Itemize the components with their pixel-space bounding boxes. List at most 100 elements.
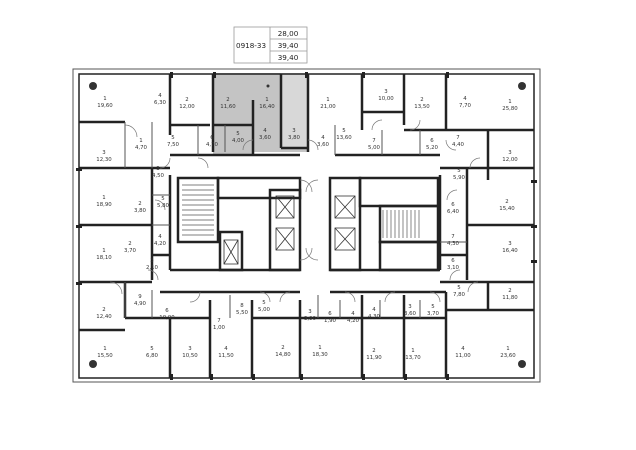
room-number: 1 bbox=[326, 97, 329, 103]
room-area: 15,50 bbox=[97, 353, 113, 359]
room-area: 18,90 bbox=[96, 202, 112, 208]
room-area: 3,60 bbox=[259, 135, 272, 141]
room-area: 14,80 bbox=[275, 352, 291, 358]
room-number: 1 bbox=[103, 96, 106, 102]
room-area: 5,50 bbox=[236, 310, 249, 316]
room-number: 3 bbox=[508, 241, 511, 247]
room-area: 3,60 bbox=[317, 142, 330, 148]
room-number: 7 bbox=[217, 318, 220, 324]
room-number: 6 bbox=[451, 258, 455, 264]
room-number: 1 bbox=[139, 138, 142, 144]
room-number: 7 bbox=[451, 234, 454, 240]
room-area: 3,80 bbox=[288, 135, 301, 141]
columns bbox=[89, 82, 526, 368]
room-area: 18,30 bbox=[312, 352, 328, 358]
room-area: 4,40 bbox=[452, 142, 465, 148]
room-area: 3,70 bbox=[124, 248, 137, 254]
room-area: 4,50 bbox=[152, 173, 165, 179]
room-area: 18,10 bbox=[96, 255, 112, 261]
room-number: 3 bbox=[156, 166, 159, 172]
room-area: 12,40 bbox=[96, 314, 112, 320]
room-number: 4 bbox=[372, 307, 376, 313]
room-number: 2 bbox=[226, 97, 229, 103]
room-area: 23,60 bbox=[500, 353, 516, 359]
room-number: 5 bbox=[457, 168, 460, 174]
partitions bbox=[124, 122, 467, 318]
unit-area-3: 39,40 bbox=[278, 53, 299, 62]
room-number: 5 bbox=[161, 196, 164, 202]
room-number: 3 bbox=[292, 128, 295, 134]
room-area: 15,40 bbox=[499, 206, 515, 212]
room-area: 5,20 bbox=[426, 145, 439, 151]
room-area: 6,80 bbox=[146, 353, 159, 359]
room-number: 6 bbox=[165, 308, 169, 314]
room-number: 2 bbox=[420, 97, 423, 103]
room-number: 6 bbox=[451, 202, 455, 208]
room-area: 13,50 bbox=[414, 104, 430, 110]
room-number: 1 bbox=[318, 345, 321, 351]
room-area: 5,00 bbox=[258, 307, 271, 313]
room-area: 3,60 bbox=[404, 311, 417, 317]
room-number: 3 bbox=[508, 150, 511, 156]
room-area: 5,80 bbox=[157, 203, 170, 209]
room-number: 1 bbox=[411, 348, 414, 354]
room-number: 4 bbox=[351, 311, 355, 317]
room-number: 5 bbox=[262, 300, 265, 306]
room-number: 5 bbox=[236, 131, 239, 137]
room-area: 12,00 bbox=[502, 157, 518, 163]
room-area: 1,90 bbox=[324, 318, 337, 324]
room-area: 3,80 bbox=[134, 208, 147, 214]
room-area: 5,00 bbox=[368, 145, 381, 151]
room-area: 10,00 bbox=[378, 96, 394, 102]
room-number: 2 bbox=[281, 345, 284, 351]
unit-area-1: 28,00 bbox=[278, 29, 299, 38]
room-number: 4 bbox=[461, 346, 465, 352]
room-area: 1,00 bbox=[213, 325, 226, 331]
room-number: 3 bbox=[150, 258, 153, 264]
highlighted-apartment bbox=[213, 73, 308, 154]
room-area: 11,00 bbox=[455, 353, 471, 359]
room-number: 2 bbox=[138, 201, 141, 207]
unit-code: 0918-33 bbox=[236, 41, 266, 50]
room-number: 6 bbox=[430, 138, 434, 144]
room-area: 7,70 bbox=[459, 103, 472, 109]
room-area: 3,70 bbox=[427, 311, 440, 317]
room-area: 11,80 bbox=[502, 295, 518, 301]
room-number: 1 bbox=[508, 99, 511, 105]
unit-tag: 0918-33 28,00 39,40 39,40 bbox=[233, 26, 308, 64]
room-number: 3 bbox=[102, 150, 105, 156]
room-area: 6,40 bbox=[447, 209, 460, 215]
room-area: 4,00 bbox=[232, 138, 245, 144]
room-area: 16,40 bbox=[502, 248, 518, 254]
room-number: 1 bbox=[506, 346, 509, 352]
room-area: 10,50 bbox=[182, 353, 198, 359]
room-number: 1 bbox=[102, 248, 105, 254]
stairs bbox=[182, 184, 420, 238]
room-area: 12,30 bbox=[96, 157, 112, 163]
doors bbox=[109, 119, 481, 303]
room-area: 19,60 bbox=[97, 103, 113, 109]
room-number: 5 bbox=[342, 128, 345, 134]
room-area: 4,70 bbox=[206, 142, 219, 148]
room-number: 2 bbox=[128, 241, 131, 247]
room-number: 5 bbox=[431, 304, 434, 310]
room-area: 11,90 bbox=[366, 355, 382, 361]
room-number: 4 bbox=[463, 96, 467, 102]
windows bbox=[76, 72, 537, 380]
room-number: 3 bbox=[384, 89, 387, 95]
room-area: 10,90 bbox=[159, 315, 175, 321]
room-area: 3,90 bbox=[304, 316, 317, 322]
room-number: 2 bbox=[102, 307, 105, 313]
room-number: 9 bbox=[138, 294, 142, 300]
room-number: 1 bbox=[102, 195, 105, 201]
room-area: 4,30 bbox=[447, 241, 460, 247]
room-number: 3 bbox=[188, 346, 191, 352]
room-number: 5 bbox=[457, 285, 460, 291]
room-number: 2 bbox=[185, 97, 188, 103]
room-number: 3 bbox=[308, 309, 311, 315]
room-area: 21,00 bbox=[320, 104, 336, 110]
room-number: 1 bbox=[103, 346, 106, 352]
room-number: 6 bbox=[210, 135, 214, 141]
room-number: 5 bbox=[171, 135, 174, 141]
